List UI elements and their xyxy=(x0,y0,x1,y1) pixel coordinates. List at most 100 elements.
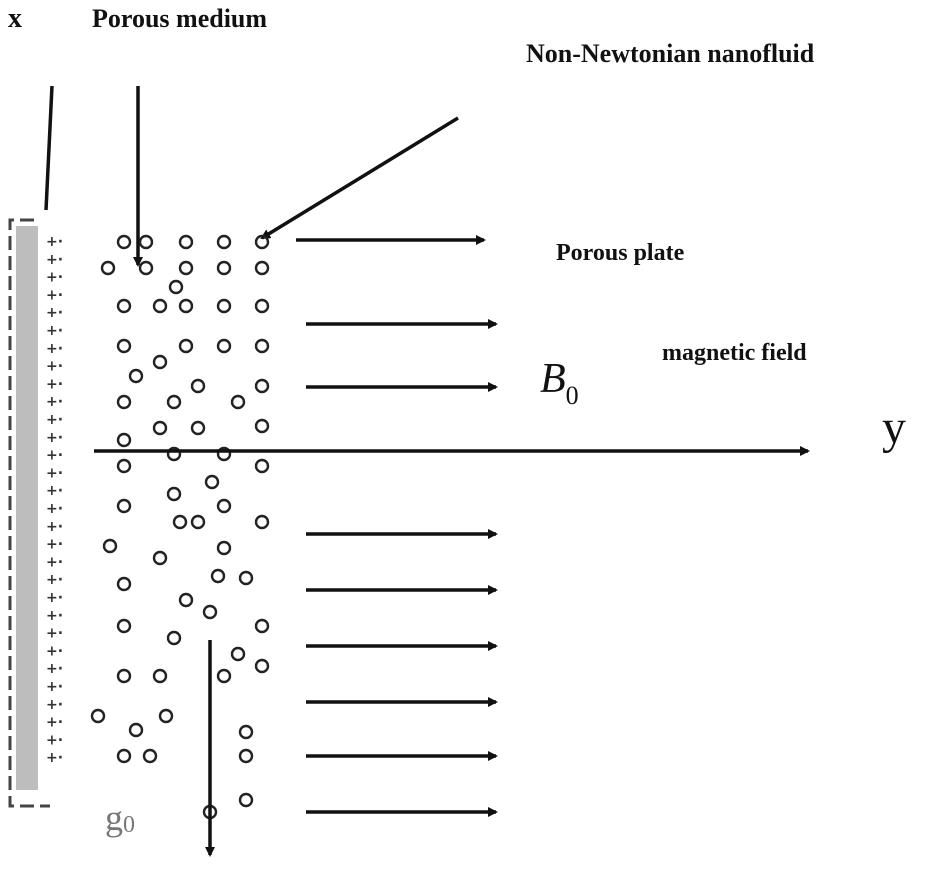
particle xyxy=(116,234,132,250)
charge-mark: +· xyxy=(46,270,63,286)
charge-mark: +· xyxy=(46,448,63,464)
particle xyxy=(152,668,168,684)
charge-mark: +· xyxy=(46,305,63,321)
particle xyxy=(168,279,184,295)
particle xyxy=(254,378,270,394)
particle xyxy=(116,432,132,448)
nanofluid-label: Non-Newtonian nanofluid xyxy=(526,39,815,68)
charge-mark: +· xyxy=(46,661,63,677)
particle xyxy=(254,298,270,314)
particle xyxy=(238,792,254,808)
charge-mark: +· xyxy=(46,572,63,588)
particle xyxy=(138,260,154,276)
porous-plate xyxy=(8,218,50,808)
charge-mark: +· xyxy=(46,465,63,481)
particle xyxy=(210,568,226,584)
charge-mark: +· xyxy=(46,483,63,499)
particle xyxy=(216,446,232,462)
b0-label: B0 xyxy=(540,356,579,410)
charge-mark: +· xyxy=(46,412,63,428)
charge-mark: +· xyxy=(46,626,63,642)
g0-label: g0 xyxy=(105,798,135,838)
magnetic-field-arrows xyxy=(296,235,498,817)
particle xyxy=(178,234,194,250)
particle xyxy=(190,420,206,436)
particle xyxy=(254,514,270,530)
particle xyxy=(216,234,232,250)
particle xyxy=(190,514,206,530)
charge-mark: +· xyxy=(46,608,63,624)
particle xyxy=(216,540,232,556)
charge-mark: +· xyxy=(46,554,63,570)
charge-mark: +· xyxy=(46,252,63,268)
particle xyxy=(152,354,168,370)
particle xyxy=(100,260,116,276)
x-axis-line xyxy=(44,85,54,211)
particle xyxy=(178,338,194,354)
particle xyxy=(166,394,182,410)
particle xyxy=(116,394,132,410)
charge-mark: +· xyxy=(46,359,63,375)
charge-mark: +· xyxy=(46,715,63,731)
particle xyxy=(238,570,254,586)
charge-mark: +· xyxy=(46,590,63,606)
charge-mark: +· xyxy=(46,341,63,357)
charge-mark: +· xyxy=(46,394,63,410)
particle xyxy=(254,458,270,474)
particle xyxy=(116,298,132,314)
charge-mark: +· xyxy=(46,750,63,766)
particle xyxy=(254,418,270,434)
porous-particles xyxy=(90,234,270,820)
particle xyxy=(116,618,132,634)
particle xyxy=(116,458,132,474)
particle xyxy=(254,658,270,674)
particle xyxy=(254,618,270,634)
particle xyxy=(216,260,232,276)
particle xyxy=(152,420,168,436)
particle xyxy=(216,298,232,314)
particle xyxy=(102,538,118,554)
particle xyxy=(116,668,132,684)
particle xyxy=(158,708,174,724)
particle xyxy=(202,604,218,620)
charge-mark: +· xyxy=(46,376,63,392)
charge-mark: +· xyxy=(46,732,63,748)
particle xyxy=(142,748,158,764)
particle xyxy=(230,646,246,662)
charge-mark: +· xyxy=(46,697,63,713)
particle xyxy=(116,576,132,592)
charge-mark: +· xyxy=(46,537,63,553)
charge-mark: +· xyxy=(46,430,63,446)
particle xyxy=(166,630,182,646)
particle xyxy=(238,748,254,764)
particle xyxy=(116,498,132,514)
particle xyxy=(166,446,182,462)
x-axis-label: x xyxy=(8,3,22,34)
particle xyxy=(216,498,232,514)
porous-medium-label: Porous medium xyxy=(92,4,267,33)
particle xyxy=(178,298,194,314)
charge-mark: +· xyxy=(46,679,63,695)
particle xyxy=(254,338,270,354)
charge-mark: +· xyxy=(46,323,63,339)
particle xyxy=(254,234,270,250)
particle xyxy=(90,708,106,724)
charge-mark: +· xyxy=(46,501,63,517)
particle xyxy=(204,474,220,490)
particle xyxy=(138,234,154,250)
charge-mark: +· xyxy=(46,287,63,303)
particle xyxy=(116,748,132,764)
plate-charges: +·+·+·+·+·+·+·+·+·+·+·+·+·+·+·+·+·+·+·+·… xyxy=(46,234,63,766)
particle xyxy=(216,668,232,684)
particle xyxy=(128,368,144,384)
particle xyxy=(116,338,132,354)
particle xyxy=(254,260,270,276)
particle xyxy=(128,722,144,738)
particle xyxy=(190,378,206,394)
charge-mark: +· xyxy=(46,519,63,535)
particle xyxy=(172,514,188,530)
particle xyxy=(152,298,168,314)
magnetic-field-label: magnetic field xyxy=(662,340,807,366)
porous-plate-label: Porous plate xyxy=(556,240,685,266)
